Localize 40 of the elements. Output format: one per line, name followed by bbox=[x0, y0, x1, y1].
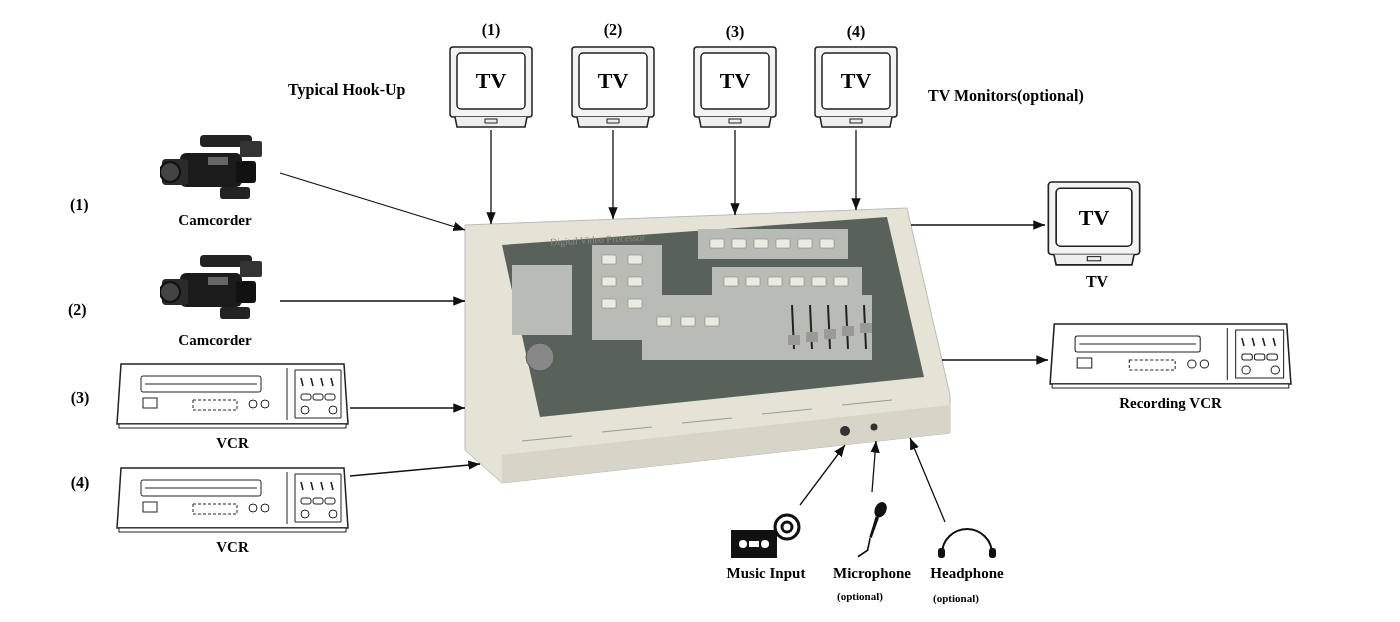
device-caption: TV bbox=[1085, 272, 1109, 292]
screen-label: TV bbox=[475, 67, 507, 95]
device-caption: Camcorder bbox=[178, 211, 252, 230]
arrow bbox=[608, 129, 618, 220]
device-caption: Music Input bbox=[726, 564, 806, 583]
arrow bbox=[349, 460, 481, 477]
arrow bbox=[851, 129, 861, 211]
screen-label: TV bbox=[597, 67, 629, 95]
arrow bbox=[799, 444, 846, 506]
arrow bbox=[910, 220, 1046, 230]
note-label: (3) bbox=[70, 388, 90, 409]
arrow bbox=[279, 296, 466, 306]
note-label: (2) bbox=[68, 300, 87, 321]
arrow bbox=[279, 172, 466, 232]
screen-label: TV bbox=[719, 67, 751, 95]
note-label: (optional) bbox=[933, 591, 979, 606]
note-label: (3) bbox=[725, 22, 745, 43]
note-label: (2) bbox=[603, 20, 623, 41]
note-label: (4) bbox=[70, 473, 90, 494]
device-caption: Microphone bbox=[832, 564, 912, 583]
note-label: TV Monitors(optional) bbox=[928, 86, 1084, 107]
note-label: Typical Hook-Up bbox=[288, 80, 406, 101]
device-caption: Headphone bbox=[930, 564, 1004, 583]
device-caption: VCR bbox=[216, 434, 249, 453]
arrow bbox=[349, 403, 466, 413]
device-caption: VCR bbox=[216, 538, 249, 557]
note-label: (4) bbox=[846, 22, 866, 43]
device-caption: Recording VCR bbox=[1119, 394, 1222, 413]
note-label: (1) bbox=[481, 20, 501, 41]
arrow bbox=[730, 129, 740, 216]
screen-label: TV bbox=[840, 67, 872, 95]
device-caption: Camcorder bbox=[178, 331, 252, 350]
arrow bbox=[870, 440, 880, 493]
note-label: (1) bbox=[70, 195, 89, 216]
panel-label: Digital Video Processor bbox=[549, 230, 646, 250]
screen-label: TV bbox=[1078, 203, 1110, 232]
arrow bbox=[941, 355, 1049, 365]
arrow bbox=[486, 129, 496, 225]
note-label: (optional) bbox=[837, 589, 883, 604]
arrow bbox=[909, 437, 946, 523]
